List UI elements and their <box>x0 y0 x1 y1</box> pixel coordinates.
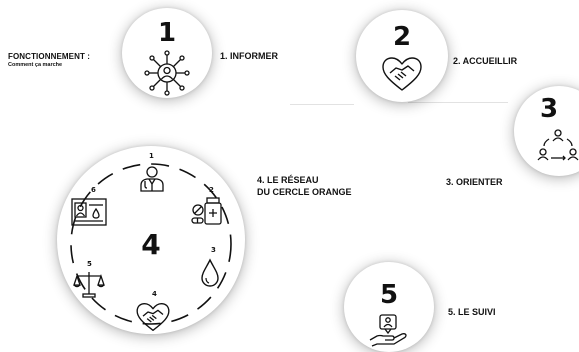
network-item-3-number: 3 <box>211 246 216 254</box>
step-5-label: 5. LE SUIVI <box>448 307 496 317</box>
step-3-number: 3 <box>539 94 559 124</box>
id-card-icon <box>71 198 107 226</box>
step-4-circle: 4 1 2 3 4 5 6 <box>57 146 245 334</box>
step-1-number: 1 <box>157 18 177 48</box>
network-item-6-number: 6 <box>91 186 96 194</box>
step-4-label-line1: 4. LE RÉSEAU <box>257 175 319 185</box>
medication-icon <box>191 197 222 225</box>
step-3-label: 3. ORIENTER <box>446 177 503 187</box>
step-5-circle: 5 <box>344 262 434 352</box>
step-1-circle: 1 <box>122 8 212 98</box>
network-item-1-number: 1 <box>149 152 154 160</box>
hand-person-icon <box>369 314 407 347</box>
network-item-5-number: 5 <box>87 260 92 268</box>
scales-icon <box>73 272 105 298</box>
divider <box>408 102 508 103</box>
step-1-label: 1. INFORMER <box>220 51 279 61</box>
heading-title: FONCTIONNEMENT : <box>8 52 91 61</box>
heart-handshake-icon <box>136 303 170 331</box>
network-item-4-number: 4 <box>152 290 157 298</box>
step-5-number: 5 <box>379 280 399 310</box>
step-4-label: 4. LE RÉSEAU DU CERCLE ORANGE <box>257 174 352 198</box>
step-4-label-line2: DU CERCLE ORANGE <box>257 187 352 197</box>
step-2-circle: 2 <box>356 10 448 102</box>
network-item-2-number: 2 <box>209 186 214 194</box>
divider <box>290 104 354 105</box>
group-cycle-icon <box>537 129 579 161</box>
step-3-circle: 3 <box>514 86 579 176</box>
doctor-icon <box>140 166 164 192</box>
drop-icon <box>201 258 219 287</box>
step-2-number: 2 <box>392 22 412 52</box>
network-person-icon <box>144 50 190 96</box>
diagram-heading: FONCTIONNEMENT : Comment ça marche <box>8 52 90 68</box>
network-center-number: 4 <box>141 228 161 261</box>
step-2-label: 2. ACCUEILLIR <box>453 56 518 66</box>
heart-handshake-icon <box>382 57 422 91</box>
network-ring <box>70 163 232 325</box>
heading-subtitle: Comment ça marche <box>8 62 63 68</box>
